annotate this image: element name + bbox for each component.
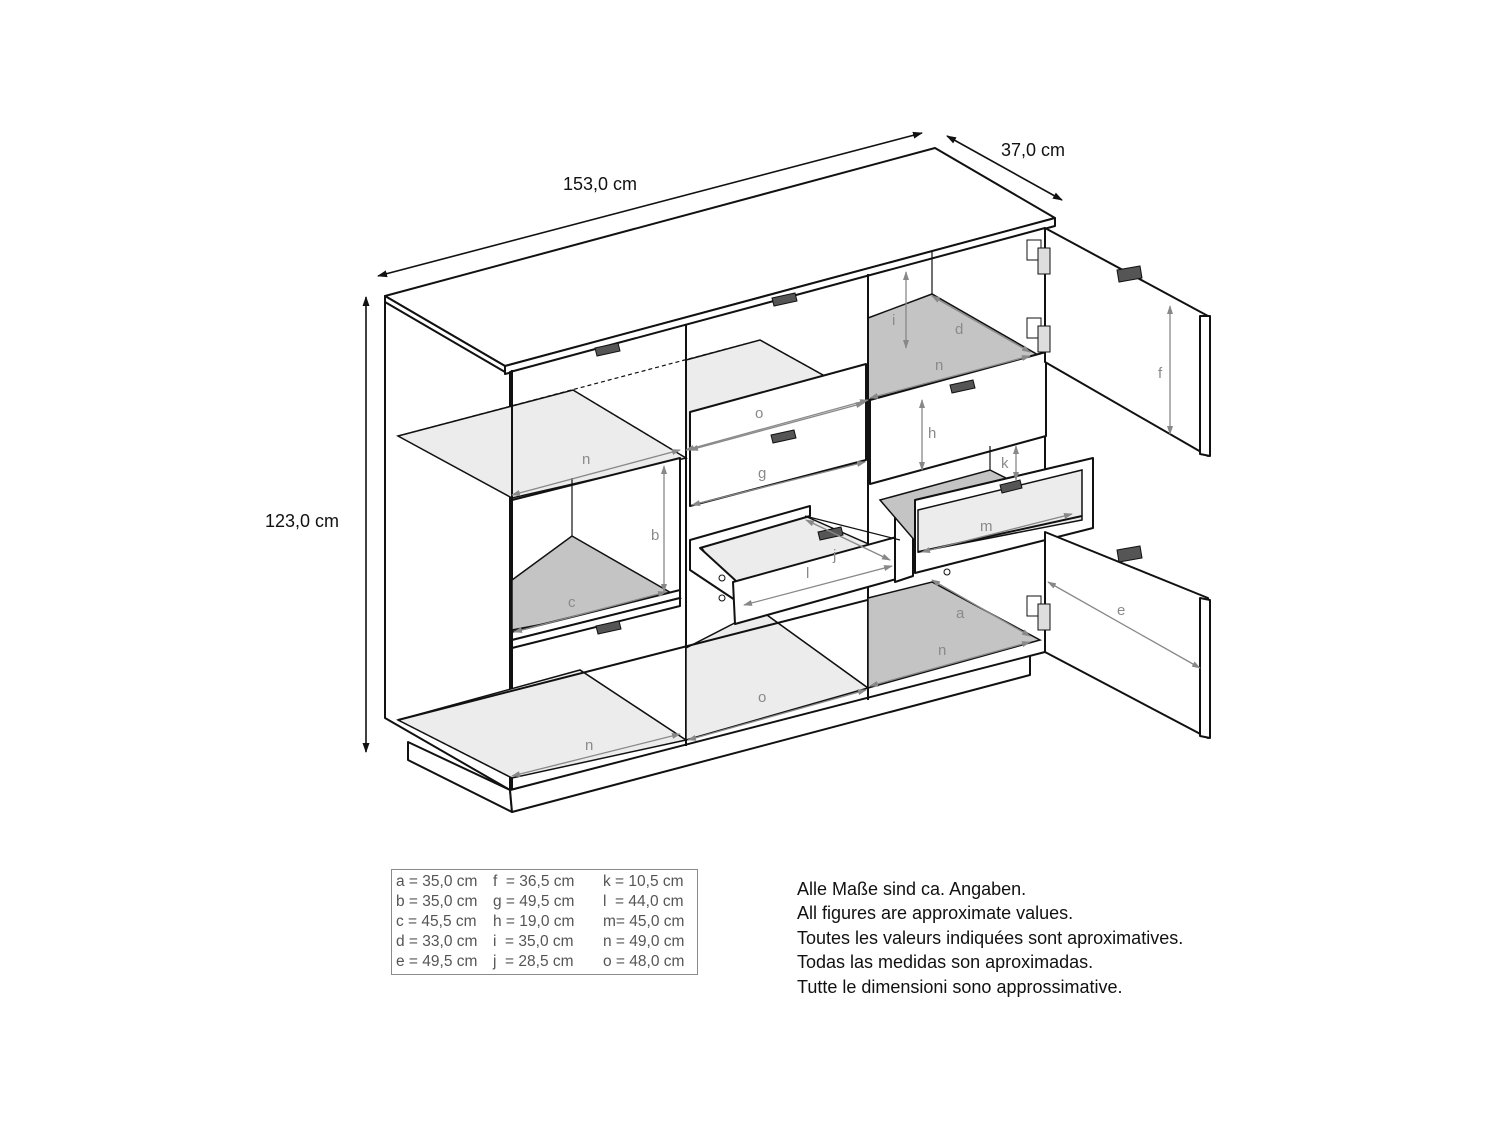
label-f: f	[1158, 365, 1163, 382]
legend-cell: b = 35,0 cm	[396, 893, 478, 910]
legend-cell: j = 28,5 cm	[493, 953, 574, 970]
legend-cell: h = 19,0 cm	[493, 913, 575, 930]
legend-cell: k = 10,5 cm	[603, 873, 684, 890]
legend-row: a = 35,0 cm f = 36,5 cm k = 10,5 cm	[396, 872, 693, 892]
label-j: j	[832, 547, 836, 564]
right-upper-door[interactable]	[1044, 227, 1211, 457]
depth-dimension-line	[946, 135, 1063, 201]
note-line-fr: Toutes les valeurs indiquées sont aproxi…	[797, 927, 1184, 948]
label-k: k	[1001, 455, 1009, 472]
label-n-top-left: n	[582, 451, 590, 468]
handle-icon	[771, 292, 798, 307]
legend-row: c = 45,5 cm h = 19,0 cm m= 45,0 cm	[396, 912, 693, 932]
label-n-bottom-left: n	[585, 737, 593, 754]
depth-label: 37,0 cm	[1001, 140, 1066, 160]
approximate-values-note: Alle Maße sind ca. Angaben. All figures …	[797, 877, 1183, 999]
handle-icon	[1116, 265, 1143, 283]
legend-cell: d = 33,0 cm	[396, 933, 478, 950]
label-l: l	[806, 565, 809, 582]
handle-icon	[999, 479, 1023, 494]
handle-icon	[1116, 545, 1143, 563]
note-line-it: Tutte le dimensioni sono approssimative.	[797, 976, 1123, 997]
legend-cell: l = 44,0 cm	[603, 893, 684, 910]
label-i: i	[892, 312, 895, 329]
handle-icon	[594, 342, 621, 357]
label-n-bottom-right: n	[938, 642, 946, 659]
label-g: g	[758, 465, 766, 482]
legend-cell: o = 48,0 cm	[603, 953, 685, 970]
note-line-es: Todas las medidas son aproximadas.	[797, 952, 1094, 973]
legend-row: d = 33,0 cm i = 35,0 cm n = 49,0 cm	[396, 932, 693, 952]
label-o-bottom: o	[758, 689, 766, 706]
dimension-legend-table: a = 35,0 cm f = 36,5 cm k = 10,5 cm b = …	[391, 869, 698, 975]
hinge-icon	[1026, 239, 1051, 275]
legend-cell: n = 49,0 cm	[603, 933, 685, 950]
legend-row: e = 49,5 cm j = 28,5 cm o = 48,0 cm	[396, 952, 693, 972]
label-o-top: o	[755, 405, 763, 422]
legend-cell: g = 49,5 cm	[493, 893, 575, 910]
width-label: 153,0 cm	[563, 174, 638, 194]
label-c: c	[568, 594, 576, 611]
legend-cell: a = 35,0 cm	[396, 873, 478, 890]
note-line-en: All figures are approximate values.	[797, 903, 1074, 924]
width-dimension-line	[377, 131, 923, 278]
label-e: e	[1117, 602, 1125, 619]
legend-row: b = 35,0 cm g = 49,5 cm l = 44,0 cm	[396, 892, 693, 912]
label-h: h	[928, 425, 936, 442]
label-n-top-right: n	[935, 357, 943, 374]
legend-cell: c = 45,5 cm	[396, 913, 477, 930]
label-m: m	[980, 518, 993, 535]
legend-cell: i = 35,0 cm	[493, 933, 574, 950]
legend-cell: f = 36,5 cm	[493, 873, 575, 890]
label-b: b	[651, 527, 659, 544]
legend-cell: m= 45,0 cm	[603, 913, 685, 930]
height-label: 123,0 cm	[265, 511, 340, 531]
label-a: a	[956, 605, 965, 622]
note-line-de: Alle Maße sind ca. Angaben.	[797, 879, 1027, 899]
right-lower-door[interactable]	[1044, 531, 1211, 739]
label-d: d	[955, 321, 963, 338]
legend-cell: e = 49,5 cm	[396, 953, 478, 970]
